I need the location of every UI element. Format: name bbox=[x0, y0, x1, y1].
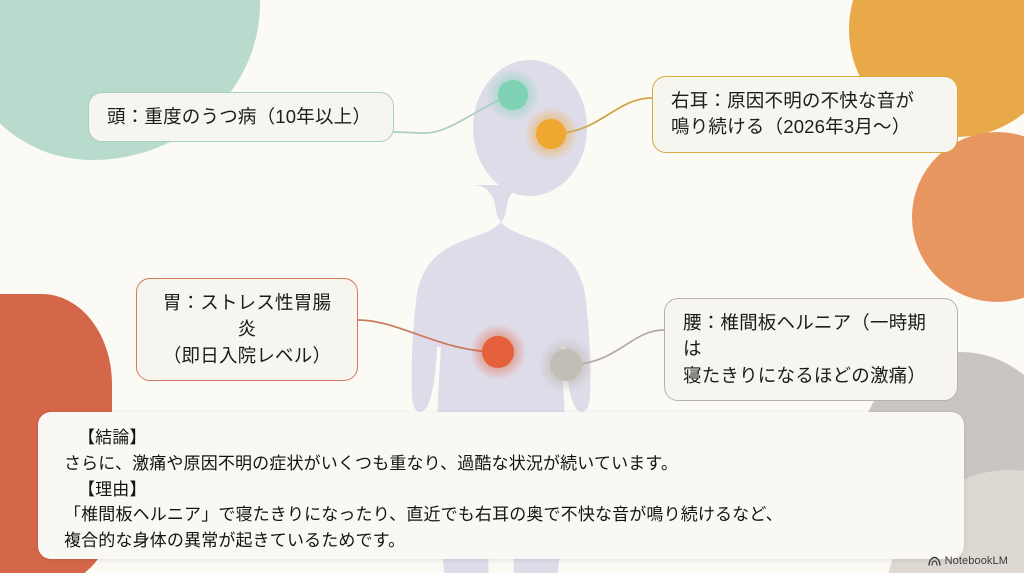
summary-panel: 【結論】 さらに、激痛や原因不明の症状がいくつも重なり、過酷な状況が続いています… bbox=[38, 412, 964, 559]
summary-reason-heading: 【理由】 bbox=[78, 479, 147, 499]
callout-lower-back[interactable]: 腰：椎間板ヘルニア（一時期は 寝たきりになるほどの激痛） bbox=[664, 298, 958, 401]
callout-right-ear[interactable]: 右耳：原因不明の不快な音が 鳴り続ける（2026年3月〜） bbox=[652, 76, 958, 153]
summary-conclusion-body: さらに、激痛や原因不明の症状がいくつも重なり、過酷な状況が続いています。 bbox=[64, 453, 678, 473]
connector-curve-head bbox=[393, 94, 514, 134]
notebooklm-logo-icon bbox=[927, 556, 941, 566]
summary-reason-body-line-2: 複合的な身体の異常が起きているためです。 bbox=[64, 531, 406, 551]
marker-head[interactable] bbox=[486, 68, 540, 122]
marker-lower-back[interactable] bbox=[538, 337, 594, 393]
summary-conclusion-heading: 【結論】 bbox=[78, 428, 147, 447]
marker-stomach[interactable] bbox=[470, 324, 526, 380]
notebooklm-watermark: NotebookLM bbox=[927, 555, 1008, 567]
callout-head[interactable]: 頭：重度のうつ病（10年以上） bbox=[88, 92, 394, 143]
callout-stomach[interactable]: 胃：ストレス性胃腸炎 （即日入院レベル） bbox=[136, 278, 358, 381]
summary-reason-body-line-1: 「椎間板ヘルニア」で寝たきりになったり、直近でも右耳の奥で不快な音が鳴り続けるな… bbox=[64, 505, 783, 525]
watermark-label: NotebookLM bbox=[944, 555, 1008, 567]
marker-right-ear[interactable] bbox=[524, 107, 578, 161]
